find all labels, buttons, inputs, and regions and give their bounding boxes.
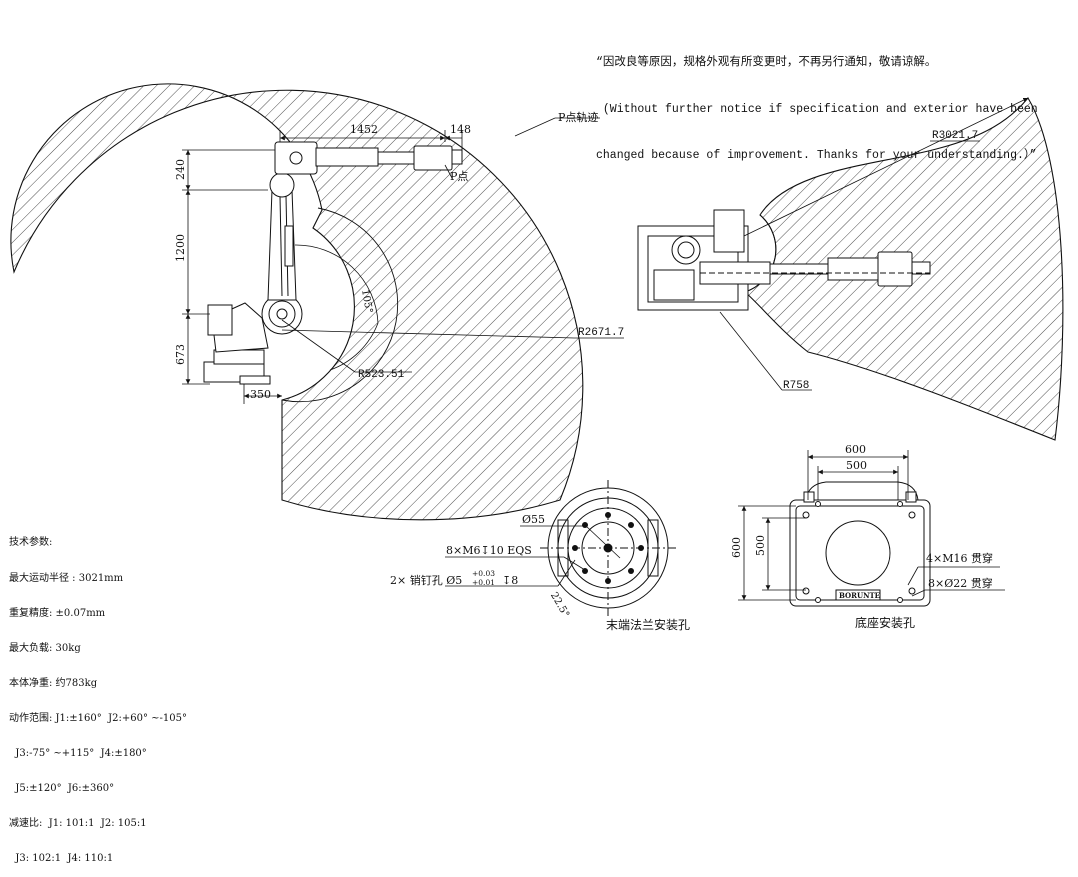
dim-148: 148 bbox=[450, 123, 471, 136]
brand-logo: BORUNTE bbox=[839, 591, 880, 600]
flange-leaders bbox=[445, 525, 621, 587]
flange-pin-holes: 2× 销钉孔 Ø5 bbox=[390, 573, 462, 587]
angle-105: 105° bbox=[359, 289, 374, 315]
spec-line: 最大负载: 30kg bbox=[9, 642, 81, 654]
dim-240: 240 bbox=[174, 159, 187, 180]
notice-text: “因改良等原因，规格外观有所变更时，不再另行通知，敬请谅解。 (Without … bbox=[596, 24, 1038, 179]
flange-dia-55: Ø55 bbox=[522, 513, 545, 526]
notice-line-1: “因改良等原因，规格外观有所变更时，不再另行通知，敬请谅解。 bbox=[596, 56, 937, 69]
notice-line-3: changed because of improvement. Thanks f… bbox=[596, 149, 1037, 162]
notice-line-2: (Without further notice if specification… bbox=[596, 102, 1038, 116]
top-dimensions bbox=[719, 97, 1029, 391]
dim-1200: 1200 bbox=[174, 234, 187, 262]
spec-line: 本体净重: 约783kg bbox=[9, 677, 98, 689]
dim-673: 673 bbox=[174, 344, 187, 365]
spec-line: J5:±120° J6:±360° bbox=[9, 783, 115, 795]
spec-line: 动作范围: J1:±160° J2:+60° ~-105° bbox=[9, 712, 187, 724]
spec-line: 减速比: J1: 101:1 J2: 105:1 bbox=[9, 818, 147, 830]
drawing-sheet: 1452 148 240 1200 673 350 P点轨迹 P点 105° R… bbox=[9, 24, 1064, 864]
base-dim-500-top: 500 bbox=[846, 459, 867, 472]
base-holes-22: 8×Ø22 贯穿 bbox=[928, 576, 993, 590]
spec-line: 最大运动半径 : 3021mm bbox=[9, 572, 124, 584]
radius-3021: R3021.7 bbox=[932, 130, 978, 142]
dim-350: 350 bbox=[250, 388, 271, 401]
base-dim-600-left: 600 bbox=[730, 537, 743, 558]
base-dim-500-left: 500 bbox=[754, 535, 767, 556]
flange-pin-tol-upper: +0.03 bbox=[472, 569, 495, 578]
flange-angle: 22.5° bbox=[548, 591, 571, 620]
tech-specs: 技术参数: 最大运动半径 : 3021mm 重复精度: ±0.07mm 最大负载… bbox=[9, 514, 249, 877]
flange-holes-m6: 8×M6↧10 EQS bbox=[446, 544, 532, 557]
flange-pin-tol-lower: +0.01 bbox=[472, 578, 495, 587]
base-dimensions bbox=[738, 450, 1005, 601]
flange-pin-depth: ↧8 bbox=[502, 574, 518, 587]
top-robot bbox=[637, 209, 931, 311]
base-holes-m16: 4×M16 贯穿 bbox=[926, 551, 993, 565]
dim-1452: 1452 bbox=[350, 123, 378, 136]
spec-line: J3:-75° ~+115° J4:±180° bbox=[9, 748, 147, 760]
spec-line: 重复精度: ±0.07mm bbox=[9, 607, 106, 619]
flange-title: 末端法兰安装孔 bbox=[606, 617, 690, 632]
side-robot bbox=[203, 141, 463, 385]
spec-line: 技术参数: bbox=[9, 537, 53, 549]
drawing-canvas: 1452 148 240 1200 673 350 P点轨迹 P点 105° R… bbox=[10, 83, 1064, 632]
radius-758: R758 bbox=[783, 380, 809, 392]
label-p-point: P点 bbox=[450, 170, 468, 183]
radius-523: R523.51 bbox=[358, 369, 405, 381]
side-dimensions bbox=[182, 117, 624, 404]
radius-2671: R2671.7 bbox=[578, 327, 624, 339]
spec-line: J3: 102:1 J4: 110:1 bbox=[9, 853, 114, 865]
base-title: 底座安装孔 bbox=[855, 615, 915, 630]
side-workspace bbox=[10, 83, 584, 521]
label-p-track: P点轨迹 bbox=[558, 110, 598, 124]
base-dim-600-top: 600 bbox=[845, 443, 866, 456]
base-detail bbox=[789, 481, 931, 607]
